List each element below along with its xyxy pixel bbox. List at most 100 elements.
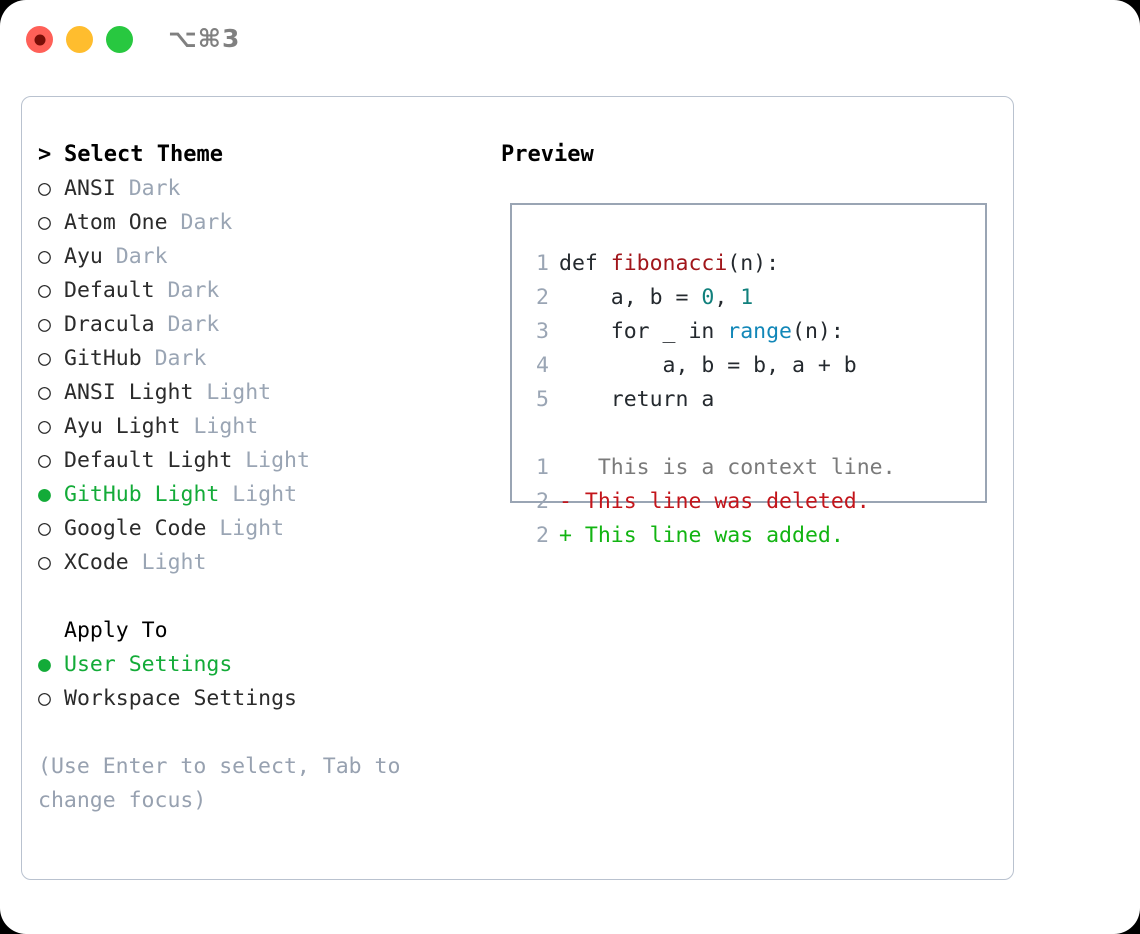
- theme-option-label: GitHub: [64, 346, 142, 371]
- theme-option-label: ANSI Light: [64, 380, 194, 405]
- theme-option-ayu-light[interactable]: ○ Ayu Light Light: [38, 410, 478, 444]
- radio-unselected-icon: ○: [38, 380, 51, 405]
- theme-option-variant: Light: [232, 448, 310, 473]
- radio-unselected-icon: ○: [38, 516, 51, 541]
- radio-unselected-icon: ○: [38, 244, 51, 269]
- code-token-plain: a, b = b, a + b: [559, 353, 857, 378]
- diff-line-number: 2: [536, 523, 549, 548]
- radio-unselected-icon: ○: [38, 686, 51, 711]
- apply-to-spacer-icon: ○: [38, 614, 64, 648]
- code-preview-content: 1 def fibonacci(n): 2 a, b = 0, 1 3 for _ i…: [525, 247, 979, 553]
- code-token-builtin: range: [727, 319, 793, 344]
- diff-line-added: 2 + This line was added.: [525, 519, 979, 553]
- radio-unselected-icon: ○: [38, 176, 51, 201]
- keyboard-hint-text: (Use Enter to select, Tab to change focu…: [38, 754, 401, 813]
- code-line-number: 4: [536, 353, 549, 378]
- code-token-num: 1: [740, 285, 754, 310]
- apply-to-option-list: ● User Settings ○ Workspace Settings: [38, 648, 478, 716]
- diff-line-text: This line was deleted.: [571, 489, 870, 514]
- keyboard-shortcut-label: ⌥⌘3: [168, 24, 241, 53]
- diff-marker: -: [559, 489, 572, 514]
- code-token-fn: fibonacci: [610, 251, 728, 276]
- theme-option-label: ANSI: [64, 176, 116, 201]
- diff-marker: [559, 455, 572, 480]
- select-theme-heading-label: Select Theme: [64, 142, 223, 167]
- code-sample-lines: 1 def fibonacci(n): 2 a, b = 0, 1 3 for _ i…: [525, 247, 979, 417]
- title-bar: ⌥⌘3: [0, 0, 1140, 78]
- code-token-plain: return a: [559, 387, 715, 412]
- code-diff-separator: [525, 417, 979, 451]
- code-token-plain: a, b =: [559, 285, 702, 310]
- apply-to-option-label: Workspace Settings: [64, 686, 297, 711]
- code-line-number: 3: [536, 319, 549, 344]
- radio-unselected-icon: ○: [38, 448, 51, 473]
- prompt-caret-icon: >: [38, 142, 52, 167]
- theme-option-default-light[interactable]: ○ Default Light Light: [38, 444, 478, 478]
- theme-option-variant: Dark: [115, 176, 181, 201]
- maximize-button[interactable]: [106, 26, 133, 53]
- radio-unselected-icon: ○: [38, 312, 51, 337]
- diff-marker: +: [559, 523, 572, 548]
- theme-option-variant: Light: [193, 380, 272, 405]
- content-panel: >Select Theme ○ANSI Dark○Atom One Dark○A…: [21, 96, 1014, 880]
- diff-line-text: This line was added.: [571, 523, 844, 548]
- code-token-plain: (n):: [727, 251, 780, 276]
- theme-option-ansi[interactable]: ○ ANSI Dark: [38, 172, 478, 206]
- preview-column: Preview 1 def fibonacci(n): 2 a, b = 0, 1 3…: [501, 138, 991, 548]
- theme-option-label: Ayu: [64, 244, 103, 269]
- code-token-num: 0: [701, 285, 715, 310]
- code-line-number: 2: [536, 285, 549, 310]
- apply-to-option-workspace-settings[interactable]: ○ Workspace Settings: [38, 682, 478, 716]
- code-line: 4 a, b = b, a + b: [525, 349, 979, 383]
- theme-option-variant: Dark: [154, 278, 220, 303]
- theme-option-variant: Light: [128, 550, 207, 575]
- code-preview-box: 1 def fibonacci(n): 2 a, b = 0, 1 3 for _ i…: [510, 203, 987, 548]
- radio-unselected-icon: ○: [38, 210, 51, 235]
- diff-sample-lines: 1 This is a context line. 2- This line wa…: [525, 451, 979, 553]
- radio-selected-icon: ●: [38, 652, 51, 677]
- radio-unselected-icon: ○: [38, 414, 51, 439]
- theme-option-default[interactable]: ○Default Dark: [38, 274, 478, 308]
- theme-option-variant: Light: [180, 414, 259, 439]
- theme-option-github-light[interactable]: ●GitHub Light Light: [38, 478, 478, 512]
- radio-unselected-icon: ○: [38, 278, 51, 303]
- diff-line-number: 1: [536, 455, 549, 480]
- diff-line-context: 1 This is a context line.: [525, 451, 979, 485]
- apply-to-heading: ○Apply To: [38, 614, 478, 648]
- theme-option-variant: Dark: [102, 244, 168, 269]
- theme-option-variant: Dark: [141, 346, 207, 371]
- theme-option-dracula[interactable]: ○ Dracula Dark: [38, 308, 478, 342]
- theme-option-github[interactable]: ○GitHub Dark: [38, 342, 478, 376]
- theme-option-label: Dracula: [64, 312, 155, 337]
- code-line-number: 1: [536, 251, 549, 276]
- apply-to-option-user-settings[interactable]: ● User Settings: [38, 648, 478, 682]
- code-token-plain: def: [559, 251, 611, 276]
- code-line: 5 return a: [525, 383, 979, 417]
- theme-option-label: Atom One: [64, 210, 168, 235]
- theme-option-ayu[interactable]: ○ Ayu Dark: [38, 240, 478, 274]
- theme-option-label: Ayu Light: [64, 414, 181, 439]
- code-line-number: 5: [536, 387, 549, 412]
- radio-unselected-icon: ○: [38, 550, 51, 575]
- theme-option-list: ○ANSI Dark○Atom One Dark○Ayu Dark○Defaul…: [38, 172, 478, 580]
- code-token-plain: ,: [714, 285, 741, 310]
- code-token-plain: for _ in: [559, 319, 728, 344]
- diff-line-text: This is a context line.: [571, 455, 896, 480]
- apply-to-heading-label: Apply To: [64, 618, 168, 643]
- apply-to-option-label: User Settings: [64, 652, 233, 677]
- theme-selector-column: >Select Theme ○ANSI Dark○Atom One Dark○A…: [38, 138, 478, 818]
- preview-heading-label: Preview: [501, 142, 594, 167]
- code-line: 3 for _ in range(n):: [525, 315, 979, 349]
- theme-option-atom-one[interactable]: ○Atom One Dark: [38, 206, 478, 240]
- theme-option-xcode[interactable]: ○XCode Light: [38, 546, 478, 580]
- code-line: 1 def fibonacci(n):: [525, 247, 979, 281]
- record-indicator-icon: [34, 34, 45, 45]
- close-button[interactable]: [26, 26, 53, 53]
- theme-option-label: Google Code: [64, 516, 207, 541]
- theme-option-label: Default Light: [64, 448, 233, 473]
- theme-option-variant: Dark: [154, 312, 220, 337]
- minimize-button[interactable]: [66, 26, 93, 53]
- theme-option-ansi-light[interactable]: ○ ANSI Light Light: [38, 376, 478, 410]
- theme-option-google-code[interactable]: ○Google Code Light: [38, 512, 478, 546]
